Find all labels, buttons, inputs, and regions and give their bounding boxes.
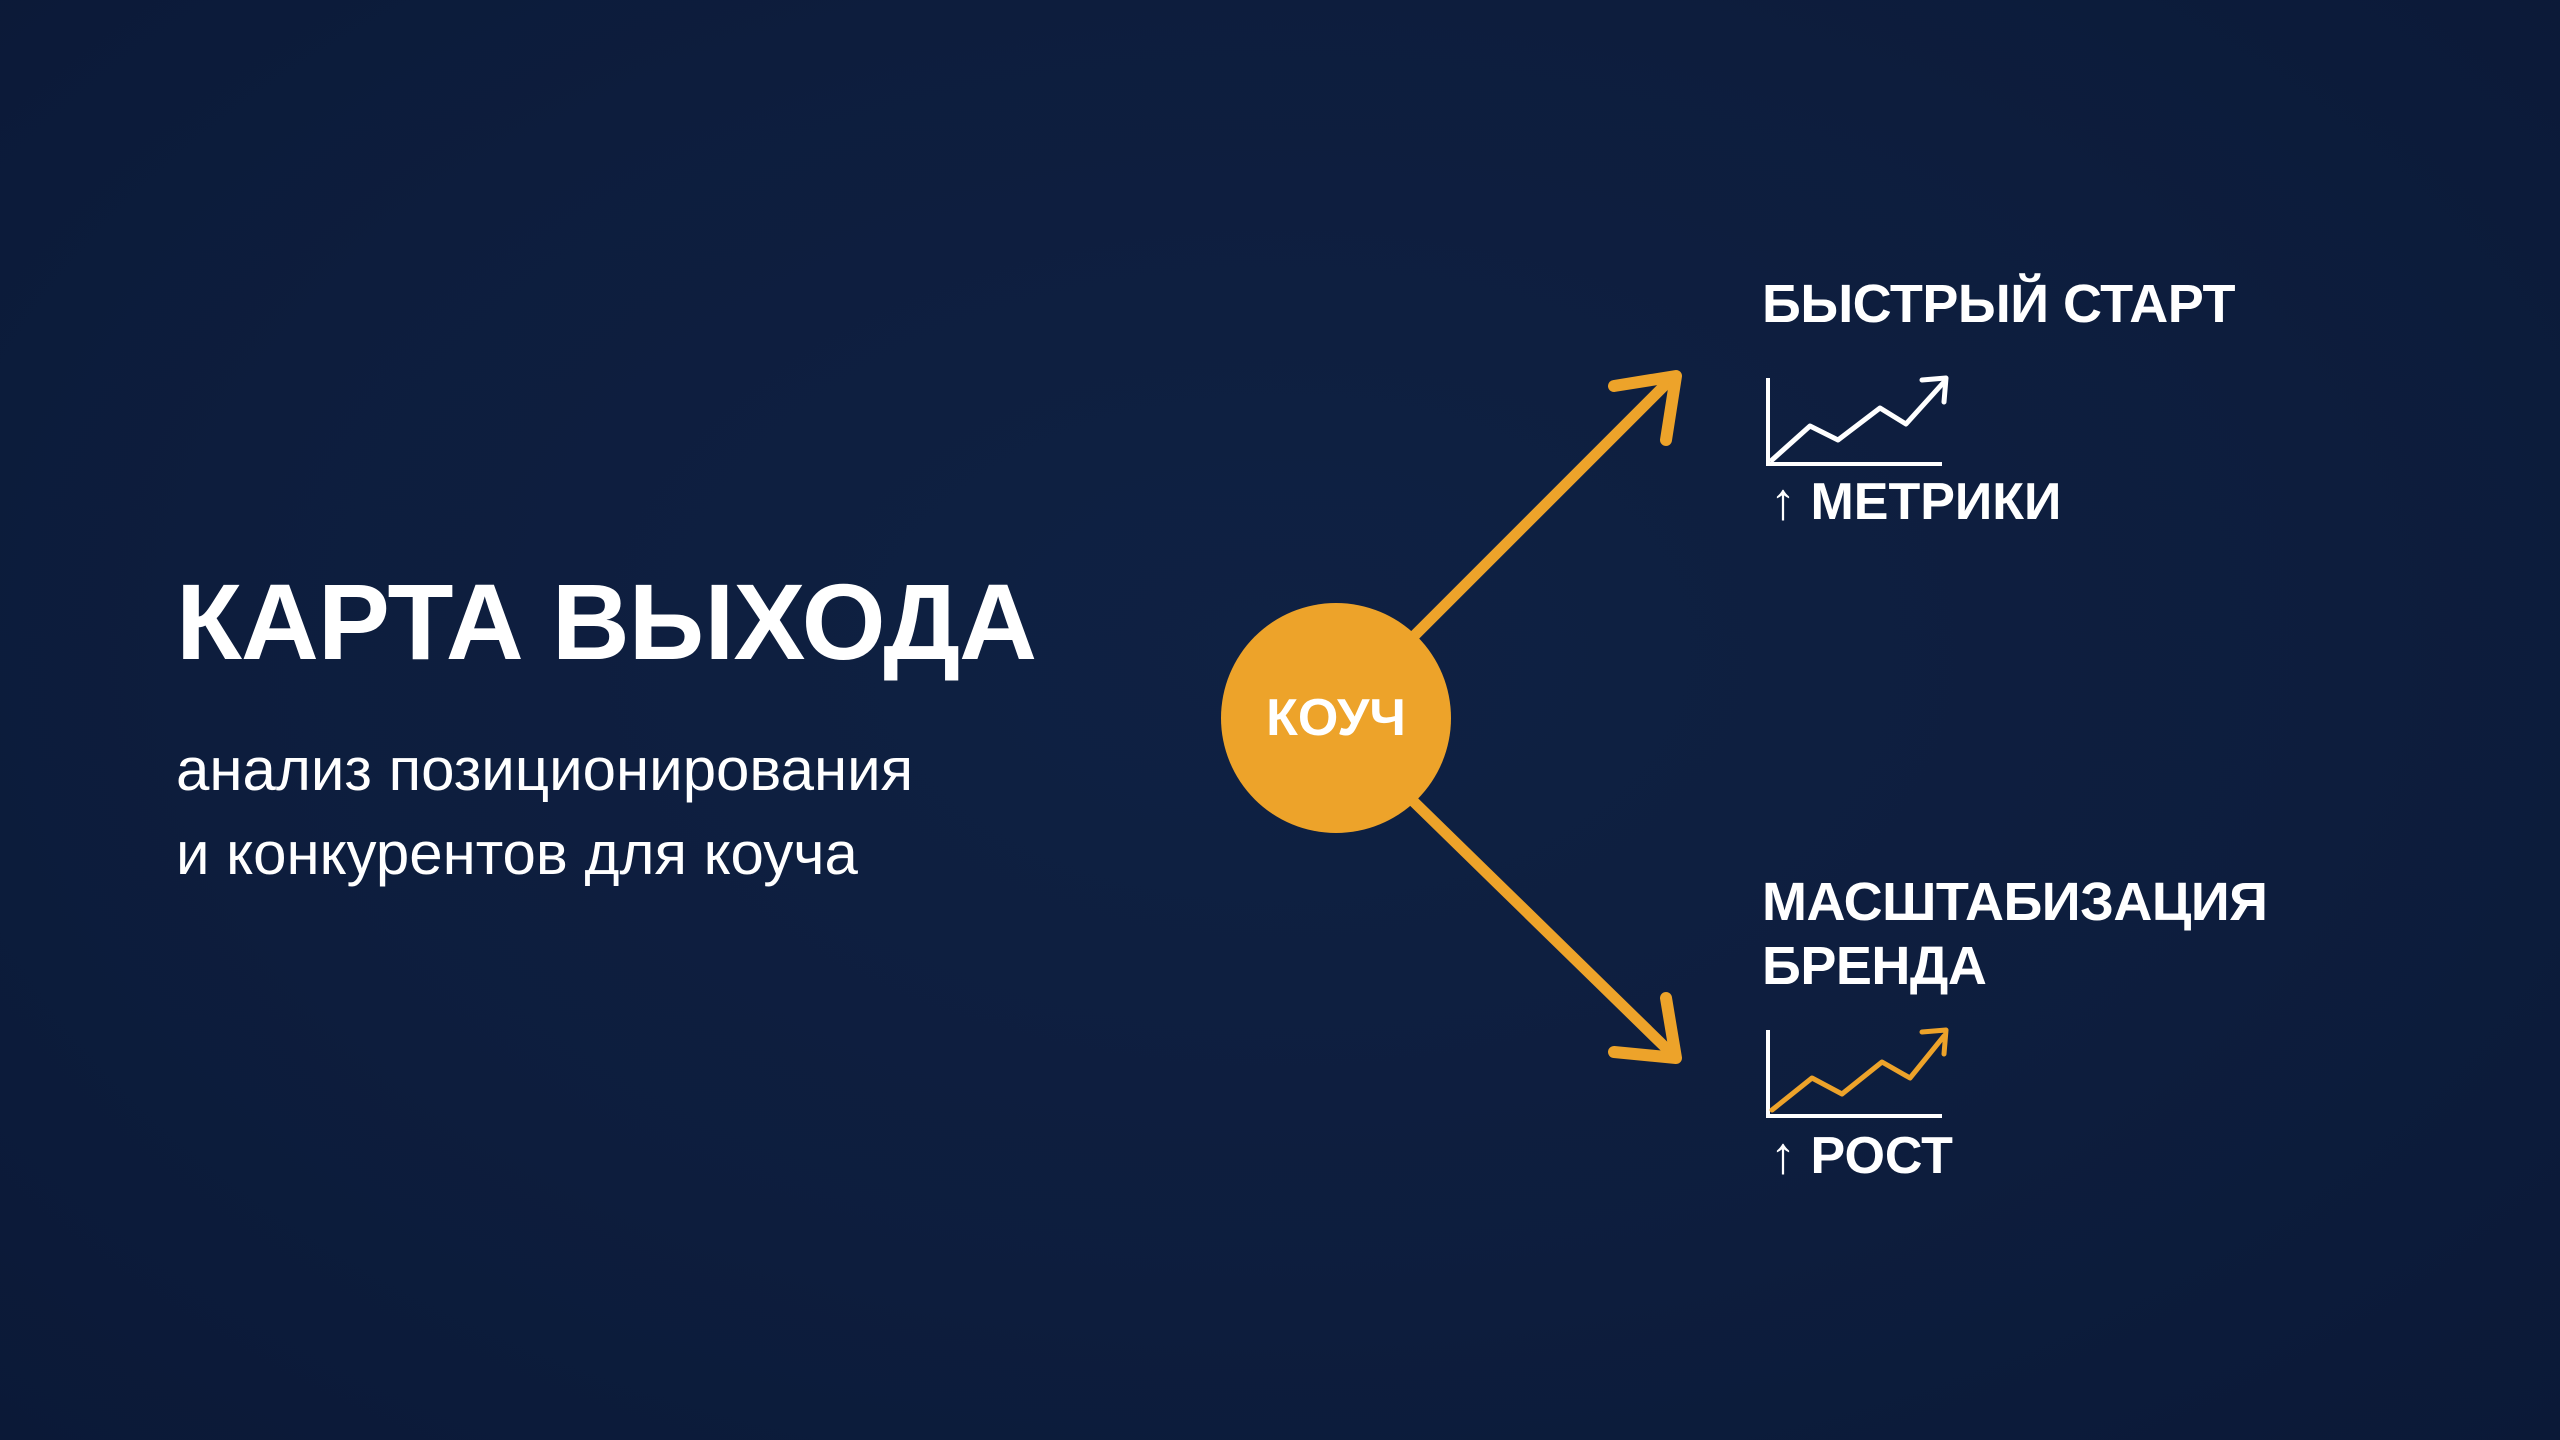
arrow-to-fast-start	[1406, 370, 1682, 644]
subtitle-line-2: и конкурентов для коуча	[176, 820, 858, 887]
page-title: КАРТА ВЫХОДА	[176, 561, 1037, 682]
subtitle-line-1: анализ позиционирования	[176, 736, 914, 803]
branch-title-line: БРЕНДА	[1762, 936, 1987, 996]
trend-up-chart-icon	[1766, 375, 1949, 466]
branch-title-line: БЫСТРЫЙ СТАРТ	[1762, 274, 2236, 334]
trend-up-chart-icon	[1766, 1027, 1949, 1118]
arrow-to-brand-scaling	[1406, 794, 1682, 1064]
branch-metric-brand-scaling: ↑ РОСТ	[1770, 1127, 1953, 1185]
center-node-label: КОУЧ	[1266, 689, 1406, 747]
center-node-circle	[1221, 603, 1451, 833]
branch-title-line: МАСШТАБИЗАЦИЯ	[1762, 872, 2268, 932]
page-subtitle: анализ позиционирования и конкурентов дл…	[176, 728, 913, 896]
branch-title-brand-scaling: МАСШТАБИЗАЦИЯ БРЕНДА	[1762, 870, 2268, 998]
branch-metric-fast-start: ↑ МЕТРИКИ	[1770, 473, 2062, 531]
branch-title-fast-start: БЫСТРЫЙ СТАРТ	[1762, 272, 2236, 336]
